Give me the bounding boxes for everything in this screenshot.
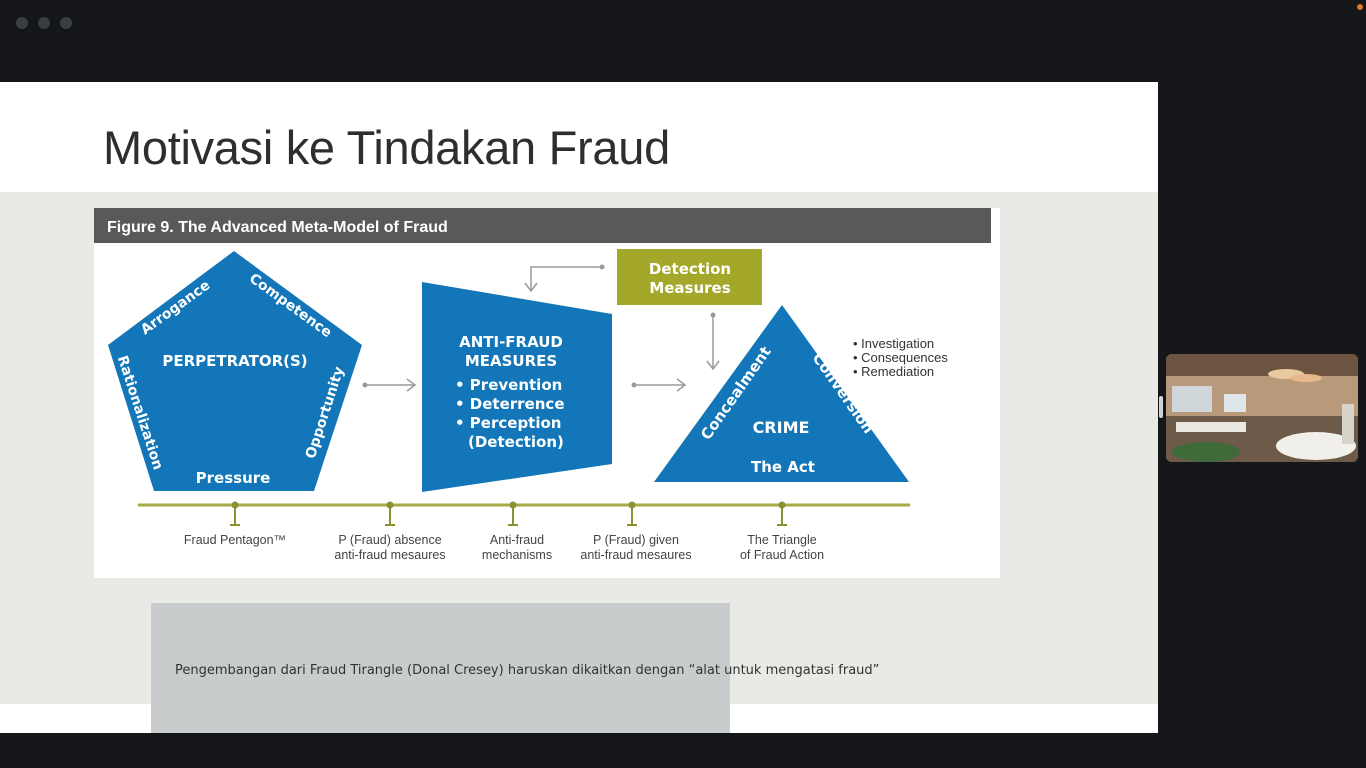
timeline-marker-5 (777, 501, 787, 526)
perpetrator-pentagon (108, 251, 362, 491)
timeline-label-4a: P (Fraud) given (593, 533, 679, 547)
window-minimize-dot[interactable] (38, 17, 50, 29)
arrow-detection-to-crime (706, 312, 720, 371)
triangle-center-crime: CRIME (753, 418, 810, 437)
outcome-consequences: • Consequences (853, 350, 948, 365)
detection-label-2: Measures (649, 279, 730, 297)
figure-header: Figure 9. The Advanced Meta-Model of Fra… (107, 219, 448, 236)
crime-triangle (654, 305, 909, 482)
timeline-marker-2 (385, 501, 395, 526)
timeline-label-2a: P (Fraud) absence (338, 533, 441, 547)
slide-title: Motivasi ke Tindakan Fraud (103, 121, 670, 174)
arrow-to-crime (631, 378, 687, 392)
window-controls (16, 17, 72, 29)
timeline-label-4b: anti-fraud mesaures (580, 548, 691, 562)
timeline-label-3b: mechanisms (482, 548, 552, 562)
caption-box (151, 603, 730, 733)
pentagon-center-label: PERPETRATOR(S) (162, 352, 307, 370)
anti-fraud-item-deterrence: • Deterrence (455, 395, 565, 413)
outcome-remediation: • Remediation (853, 364, 934, 379)
anti-fraud-item-perception: • Perception (455, 414, 561, 432)
timeline-label-1: Fraud Pentagon™ (184, 533, 286, 547)
presentation-slide: Motivasi ke Tindakan Fraud Figure 9. The… (0, 82, 1158, 733)
window-maximize-dot[interactable] (60, 17, 72, 29)
figure-header-bar (94, 208, 991, 243)
timeline-label-2b: anti-fraud mesaures (334, 548, 445, 562)
timeline-marker-1 (230, 501, 240, 526)
timeline-label-5a: The Triangle (747, 533, 817, 547)
timeline-label-3a: Anti-fraud (490, 533, 544, 547)
timeline-marker-3 (508, 501, 518, 526)
detection-measures-box (617, 249, 762, 305)
detection-label-1: Detection (649, 260, 731, 278)
fraud-meta-model-figure: Figure 9. The Advanced Meta-Model of Fra… (94, 208, 1000, 578)
pentagon-side-pressure: Pressure (196, 469, 271, 487)
anti-fraud-item-prevention: • Prevention (455, 376, 562, 394)
outcome-investigation: • Investigation (853, 336, 934, 351)
timeline-label-5b: of Fraud Action (740, 548, 824, 562)
panel-resize-handle[interactable] (1159, 396, 1163, 418)
timeline-marker-4 (627, 501, 637, 526)
anti-fraud-title-1: ANTI-FRAUD (459, 333, 563, 351)
anti-fraud-title-2: MEASURES (465, 352, 557, 370)
video-thumbnail (1166, 354, 1358, 462)
participant-video-tile[interactable] (1166, 354, 1358, 462)
window-close-dot[interactable] (16, 17, 28, 29)
anti-fraud-measures-shape (422, 282, 612, 492)
arrow-to-antifraud (362, 378, 417, 392)
anti-fraud-item-detection: (Detection) (468, 433, 564, 451)
recording-indicator (1357, 4, 1363, 10)
triangle-base-the-act: The Act (751, 458, 815, 476)
arrow-detection-feedback (524, 264, 605, 293)
slide-caption: Pengembangan dari Fraud Tirangle (Donal … (175, 663, 880, 678)
